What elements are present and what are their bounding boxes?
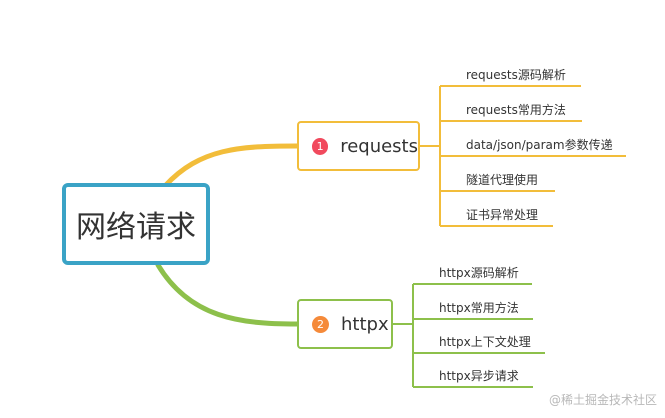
connector-requests-bracket xyxy=(420,86,441,226)
watermark: @稀土掘金技术社区 xyxy=(548,393,657,407)
branch-requests-label: requests xyxy=(340,135,418,157)
root-topic[interactable]: 网络请求 xyxy=(62,183,210,265)
leaf-requests-proxy[interactable]: 隧道代理使用 xyxy=(466,173,539,187)
leaf-requests-source[interactable]: requests源码解析 xyxy=(466,68,566,82)
leaf-httpx-methods[interactable]: httpx常用方法 xyxy=(439,301,519,315)
leaf-requests-cert[interactable]: 证书异常处理 xyxy=(466,208,539,222)
branch-httpx-label: httpx xyxy=(341,313,389,335)
connector-httpx-bracket xyxy=(393,284,414,387)
connector-root-httpx xyxy=(155,262,300,327)
leaf-httpx-context[interactable]: httpx上下文处理 xyxy=(439,335,531,349)
leaf-httpx-async[interactable]: httpx异步请求 xyxy=(439,369,519,383)
root-topic-label: 网络请求 xyxy=(76,210,196,245)
leaf-httpx-source[interactable]: httpx源码解析 xyxy=(439,266,519,280)
branch-requests[interactable]: 1 requests xyxy=(297,121,420,171)
connector-root-requests xyxy=(162,143,300,189)
leaf-requests-params[interactable]: data/json/param参数传递 xyxy=(466,138,613,152)
leaf-requests-methods[interactable]: requests常用方法 xyxy=(466,103,566,117)
branch-httpx[interactable]: 2 httpx xyxy=(297,299,393,349)
priority-2-icon: 2 xyxy=(312,315,329,333)
priority-1-icon: 1 xyxy=(312,137,329,155)
